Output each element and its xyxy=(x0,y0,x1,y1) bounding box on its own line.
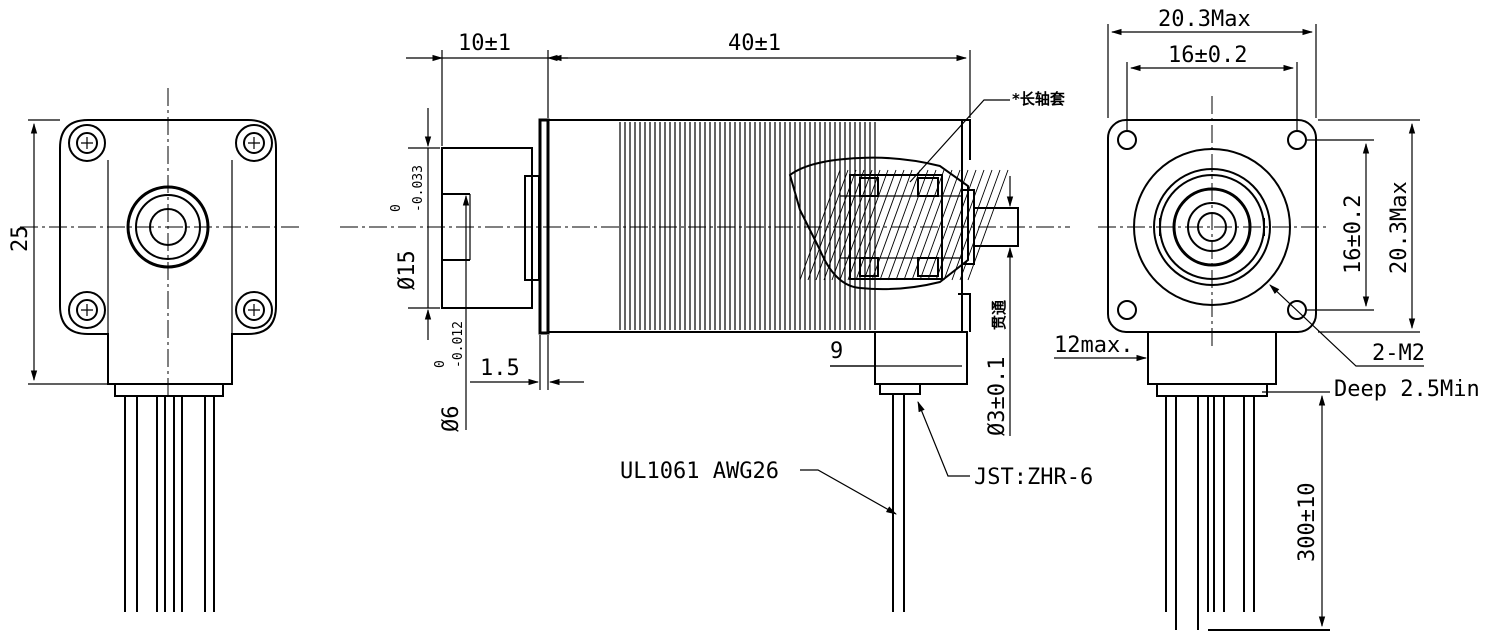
dim-body-length: 40±1 xyxy=(728,31,781,56)
dim-front-height: 25 xyxy=(8,226,33,253)
hatch-line xyxy=(831,169,873,281)
dim-shaft-upper: 0 xyxy=(433,360,448,368)
dim-rear-width: 20.3Max xyxy=(1158,7,1251,32)
hatch-line xyxy=(895,169,937,281)
dim-connector-max: 12max. xyxy=(1054,333,1133,358)
screw-icon xyxy=(68,291,106,329)
dim-shaft-lower: -0.012 xyxy=(451,321,466,368)
front-end-view: 25 xyxy=(8,88,300,612)
dim-bore-upper: 0 xyxy=(389,204,404,212)
hatch-line xyxy=(959,169,1001,281)
rear-view: 20.3Max 16±0.2 16±0.2 20.3Max 12max. 2-M… xyxy=(1054,7,1480,631)
hatch-line xyxy=(823,169,865,281)
screw-icon xyxy=(235,124,273,162)
section-hatching xyxy=(799,169,1009,281)
mount-hole-icon xyxy=(1117,300,1137,320)
note-thread: 2-M2 xyxy=(1372,341,1425,366)
note-long-shaft-sleeve: *长轴套 xyxy=(1012,90,1066,108)
hatch-line xyxy=(879,169,921,281)
hatch-line xyxy=(855,169,897,281)
dim-shaft-main: Ø6 xyxy=(439,406,464,433)
hatch-line xyxy=(927,169,969,281)
hatch-line xyxy=(807,169,849,281)
note-connector: JST:ZHR-6 xyxy=(974,465,1093,490)
dim-rear-hole-spacing: 16±0.2 xyxy=(1168,43,1247,68)
screw-icon xyxy=(235,291,273,329)
note-thread-depth: Deep 2.5Min xyxy=(1334,377,1480,402)
mount-hole-icon xyxy=(1117,130,1137,150)
dim-front-length: 10±1 xyxy=(458,31,511,56)
hatch-line xyxy=(847,169,889,281)
dim-rear-height: 20.3Max xyxy=(1387,181,1412,274)
hatch-line xyxy=(839,169,881,281)
dim-bore-main: Ø15 xyxy=(395,250,420,290)
dim-through-hole: Ø3±0.1 xyxy=(985,357,1010,436)
coil-fins xyxy=(619,122,876,330)
dim-through-note: 贯通 xyxy=(990,300,1008,330)
side-view: 10±1 40±1 Ø15 0 -0.033 Ø6 0 -0.012 1.5 9… xyxy=(340,31,1093,612)
hatch-line xyxy=(863,169,905,281)
hatch-line xyxy=(943,169,985,281)
screw-icon xyxy=(68,124,106,162)
mount-hole-icon xyxy=(1287,130,1307,150)
dim-bore-lower: -0.033 xyxy=(411,165,426,212)
mount-hole-icon xyxy=(1287,300,1307,320)
dim-connector-offset: 9 xyxy=(830,339,843,364)
dim-rear-hole-spacing-v: 16±0.2 xyxy=(1341,195,1366,274)
hatch-line xyxy=(887,169,929,281)
dim-flange-thickness: 1.5 xyxy=(480,356,520,381)
hatch-line xyxy=(951,169,993,281)
hatch-line xyxy=(919,169,961,281)
dim-lead-length: 300±10 xyxy=(1295,483,1320,562)
hatch-line xyxy=(799,169,841,281)
note-cable: UL1061 AWG26 xyxy=(620,459,779,484)
